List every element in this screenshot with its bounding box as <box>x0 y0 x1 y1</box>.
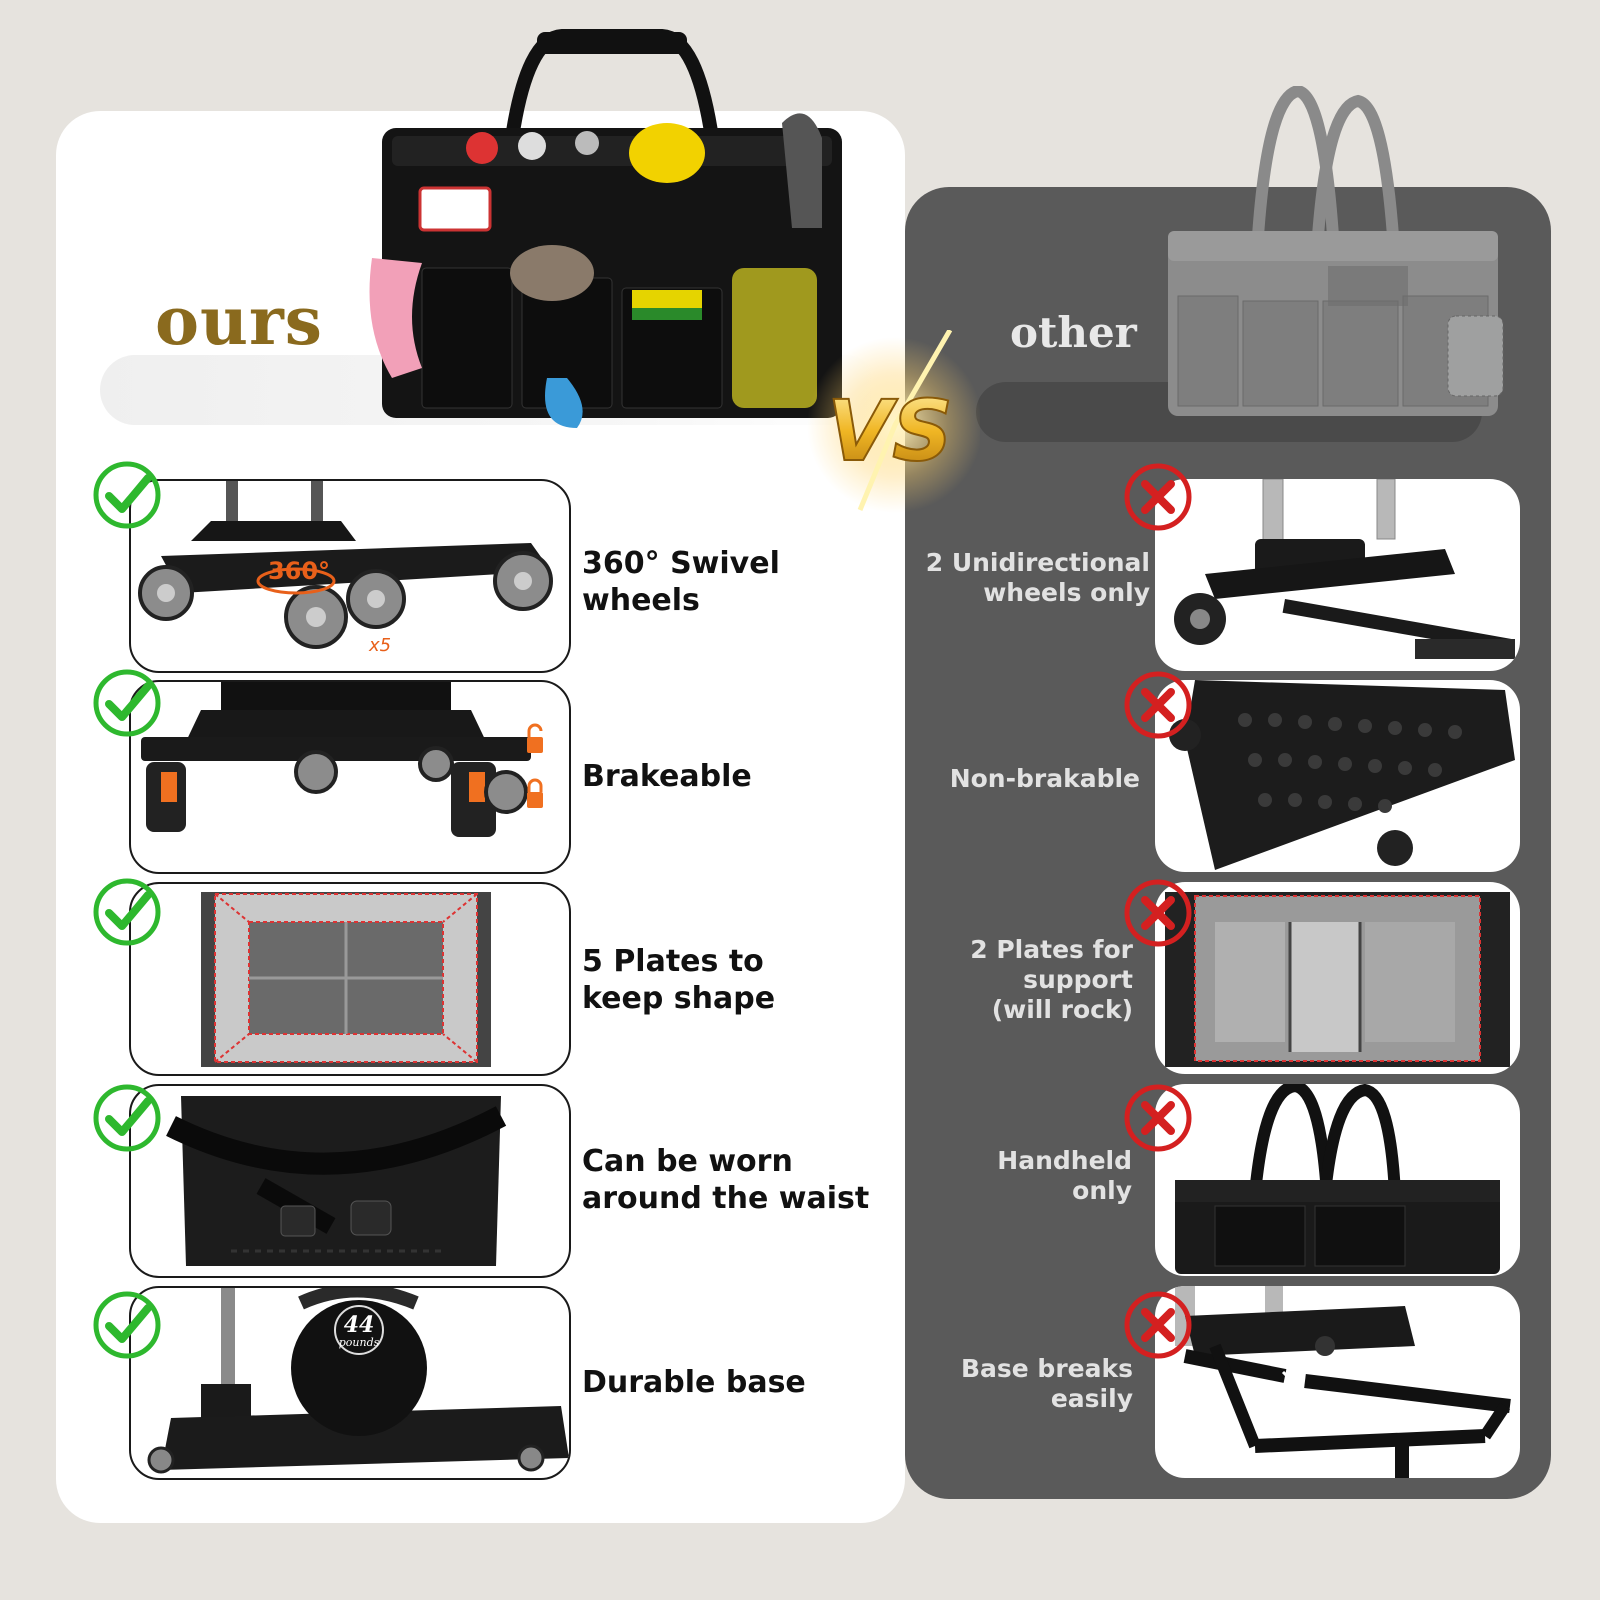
ours-feature-image-durable-base: 44 pounds <box>129 1286 571 1480</box>
check-icon <box>92 1083 162 1153</box>
ours-feature-image-brakeable <box>129 680 571 874</box>
ours-feature-image-plates <box>129 882 571 1076</box>
swivel-degree-label: 360° <box>268 557 330 585</box>
ours-feature-image-swivel-wheels: 360° x5 <box>129 479 571 673</box>
other-feature-label: Base breaks easily <box>960 1354 1133 1413</box>
ours-feature-label: Durable base <box>582 1365 806 1400</box>
ours-feature-image-waist-belt <box>129 1084 571 1278</box>
check-icon <box>92 668 162 738</box>
other-feature-image-wheels <box>1155 479 1520 671</box>
other-feature-image-handheld <box>1155 1084 1520 1276</box>
ours-feature-label: Can be worn around the waist <box>582 1144 870 1216</box>
other-feature-label: Non-brakable <box>949 764 1140 793</box>
vs-badge: VS <box>800 328 983 520</box>
ours-feature-label: 5 Plates to keep shape <box>582 944 776 1016</box>
cross-icon <box>1123 1290 1193 1360</box>
check-icon <box>92 877 162 947</box>
ours-title: ours <box>155 282 323 360</box>
vs-text: VS <box>827 382 953 480</box>
cross-icon <box>1123 670 1193 740</box>
other-feature-image-base-breaks <box>1155 1286 1520 1478</box>
cross-icon <box>1123 1083 1193 1153</box>
kettlebell-weight-unit: pounds <box>339 1336 380 1349</box>
kettlebell-weight-value: 44 <box>344 1312 375 1338</box>
other-bag-image <box>1148 84 1518 426</box>
other-feature-image-non-brakable <box>1155 680 1520 872</box>
ours-feature-label: Brakeable <box>582 759 752 794</box>
other-feature-label: 2 Plates for support (will rock) <box>970 935 1133 1024</box>
other-feature-label: 2 Unidirectional wheels only <box>925 548 1150 607</box>
cross-icon <box>1123 878 1193 948</box>
ours-feature-label: 360° Swivel wheels <box>582 546 780 618</box>
cross-icon <box>1123 462 1193 532</box>
wheel-count-badge: x5 <box>368 635 391 656</box>
other-feature-image-plates <box>1155 882 1520 1074</box>
other-title: other <box>1010 308 1137 357</box>
check-icon <box>92 460 162 530</box>
other-feature-label: Handheld only <box>997 1146 1132 1205</box>
check-icon <box>92 1290 162 1360</box>
ours-bag-image <box>362 28 862 438</box>
